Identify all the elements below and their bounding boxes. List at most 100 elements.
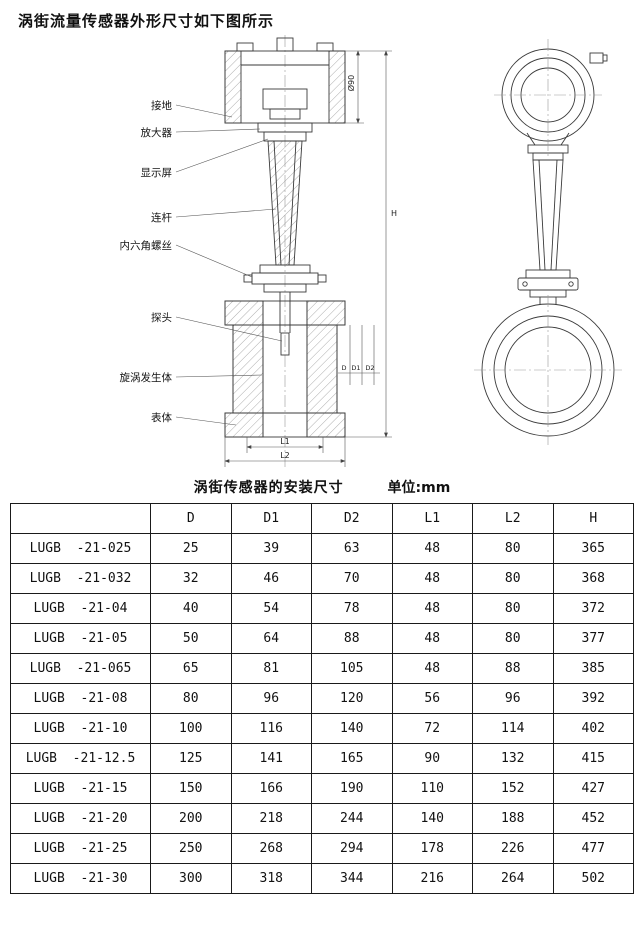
dim-value-cell: 365 <box>552 533 634 564</box>
dim-l2-label: L2 <box>280 451 290 460</box>
dim-value-cell: 50 <box>150 623 232 654</box>
dim-value-cell: 40 <box>150 593 232 624</box>
dim-value-cell: 90 <box>391 743 473 774</box>
dim-value-cell: 166 <box>230 773 312 804</box>
dim-value-cell: 46 <box>230 563 312 594</box>
model-cell: LUGB -21-10 <box>10 713 151 744</box>
sensor-outline-svg: Ø90 H D D1 D2 L1 L2 接地 放大器 显示屏 连杆 内六角螺丝 … <box>120 35 622 469</box>
dimension-lines <box>224 50 392 467</box>
model-cell: LUGB -21-04 <box>10 593 151 624</box>
dim-value-cell: 70 <box>311 563 393 594</box>
dim-value-cell: 48 <box>391 533 473 564</box>
dimension-labels: Ø90 H D D1 D2 L1 L2 <box>280 75 397 460</box>
label-amplifier: 放大器 <box>141 126 173 139</box>
label-meter-body: 表体 <box>151 411 172 424</box>
dim-value-cell: 65 <box>150 653 232 684</box>
label-display: 显示屏 <box>141 167 173 179</box>
dim-value-cell: 80 <box>472 593 554 624</box>
model-cell: LUGB -21-08 <box>10 683 151 714</box>
label-connecting-rod: 连杆 <box>151 211 172 224</box>
label-hex-screw: 内六角螺丝 <box>120 239 173 252</box>
dim-value-cell: 165 <box>311 743 393 774</box>
dim-value-cell: 218 <box>230 803 312 834</box>
dim-value-cell: 178 <box>391 833 473 864</box>
dim-value-cell: 80 <box>472 563 554 594</box>
dim-value-cell: 125 <box>150 743 232 774</box>
dim-d1-label: D1 <box>351 364 360 372</box>
dim-column-header: H <box>552 503 634 534</box>
dim-value-cell: 268 <box>230 833 312 864</box>
dim-d-label: D <box>341 364 346 372</box>
dim-value-cell: 392 <box>552 683 634 714</box>
dim-value-cell: 368 <box>552 563 634 594</box>
dim-value-cell: 100 <box>150 713 232 744</box>
dim-value-cell: 216 <box>391 863 473 894</box>
dim-value-cell: 48 <box>391 653 473 684</box>
dim-value-cell: 140 <box>311 713 393 744</box>
page-title: 涡街流量传感器外形尺寸如下图所示 <box>18 12 275 30</box>
dim-value-cell: 385 <box>552 653 634 684</box>
model-cell: LUGB -21-05 <box>10 623 151 654</box>
dim-value-cell: 48 <box>391 563 473 594</box>
dim-value-cell: 188 <box>472 803 554 834</box>
dim-value-cell: 140 <box>391 803 473 834</box>
dim-diameter-label: Ø90 <box>346 75 356 91</box>
side-view-centerlines <box>474 39 622 445</box>
dim-d2-label: D2 <box>365 364 374 372</box>
dim-value-cell: 141 <box>230 743 312 774</box>
label-grounding: 接地 <box>151 99 172 112</box>
dim-column-header: L1 <box>391 503 473 534</box>
dim-value-cell: 344 <box>311 863 393 894</box>
dim-value-cell: 48 <box>391 623 473 654</box>
dim-column-header: L2 <box>472 503 554 534</box>
dim-value-cell: 415 <box>552 743 634 774</box>
model-cell: LUGB -21-065 <box>10 653 151 684</box>
model-cell: LUGB -21-25 <box>10 833 151 864</box>
dim-value-cell: 80 <box>150 683 232 714</box>
part-labels: 接地 放大器 显示屏 连杆 内六角螺丝 探头 旋涡发生体 表体 <box>120 99 173 424</box>
dim-value-cell: 294 <box>311 833 393 864</box>
dim-value-cell: 64 <box>230 623 312 654</box>
dim-value-cell: 56 <box>391 683 473 714</box>
label-vortex-generator: 旋涡发生体 <box>120 371 173 384</box>
dim-value-cell: 402 <box>552 713 634 744</box>
model-cell: LUGB -21-15 <box>10 773 151 804</box>
dim-value-cell: 300 <box>150 863 232 894</box>
dim-value-cell: 477 <box>552 833 634 864</box>
dim-value-cell: 318 <box>230 863 312 894</box>
dim-value-cell: 110 <box>391 773 473 804</box>
dim-value-cell: 120 <box>311 683 393 714</box>
dim-value-cell: 264 <box>472 863 554 894</box>
dim-value-cell: 244 <box>311 803 393 834</box>
dim-value-cell: 88 <box>311 623 393 654</box>
dim-value-cell: 190 <box>311 773 393 804</box>
dim-value-cell: 81 <box>230 653 312 684</box>
dim-value-cell: 200 <box>150 803 232 834</box>
dim-l1-label: L1 <box>280 437 290 446</box>
dim-h-label: H <box>391 209 397 218</box>
dim-value-cell: 150 <box>150 773 232 804</box>
dim-value-cell: 63 <box>311 533 393 564</box>
dim-value-cell: 152 <box>472 773 554 804</box>
leader-lines <box>175 104 283 426</box>
label-probe: 探头 <box>151 311 172 324</box>
dim-value-cell: 377 <box>552 623 634 654</box>
dim-value-cell: 80 <box>472 623 554 654</box>
dim-value-cell: 80 <box>472 533 554 564</box>
dim-value-cell: 39 <box>230 533 312 564</box>
